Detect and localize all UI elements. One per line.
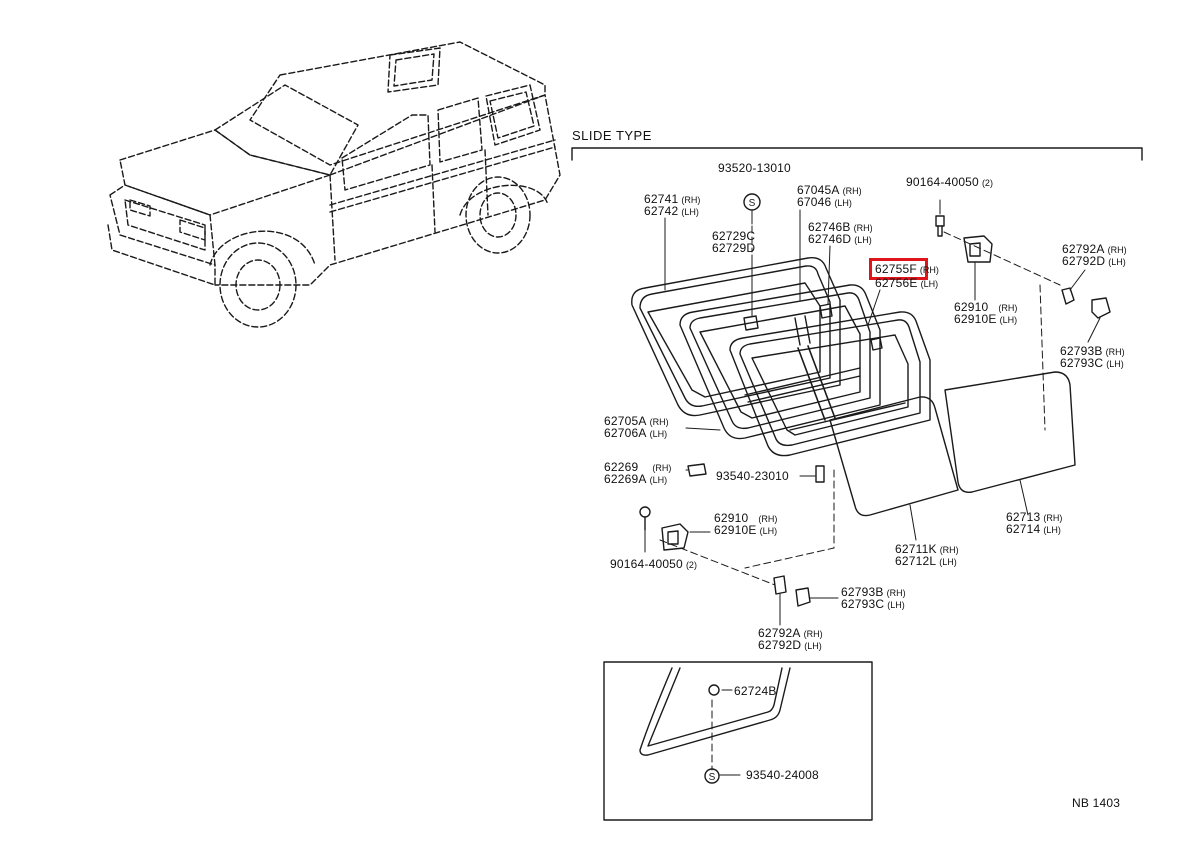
part-label-62269a[interactable]: 62269A(LH) bbox=[604, 472, 668, 486]
hardware-parts bbox=[639, 193, 1111, 607]
screw-s-mark-inset: S bbox=[709, 772, 716, 783]
part-label-62792d-bottom[interactable]: 62792D(LH) bbox=[758, 638, 822, 652]
part-label-67045a[interactable]: 67045A(RH) bbox=[797, 183, 862, 197]
part-label-62705a[interactable]: 62705A(RH) bbox=[604, 414, 669, 428]
part-label-62742[interactable]: 62742(LH) bbox=[644, 204, 699, 218]
part-label-62741[interactable]: 62741(RH) bbox=[644, 192, 701, 206]
part-label-62729d[interactable]: 62729D bbox=[712, 241, 756, 255]
part-highlight-box bbox=[869, 258, 928, 280]
part-label-90164-40050-top[interactable]: 90164-40050(2) bbox=[906, 175, 993, 189]
sliding-glass-panel bbox=[829, 396, 959, 517]
part-label-62269[interactable]: 62269(RH) bbox=[604, 460, 672, 474]
inner-window-channel bbox=[729, 311, 931, 457]
slide-type-bracket bbox=[571, 147, 1143, 161]
vehicle-illustration bbox=[107, 41, 561, 328]
part-label-62910-top[interactable]: 62910(RH) bbox=[954, 300, 1018, 314]
part-label-62793b-top[interactable]: 62793B(RH) bbox=[1060, 344, 1125, 358]
part-label-62793c-top[interactable]: 62793C(LH) bbox=[1060, 356, 1124, 370]
rear-glass-panel bbox=[944, 371, 1076, 493]
part-label-62706a[interactable]: 62706A(LH) bbox=[604, 426, 668, 440]
part-label-90164-40050-bottom[interactable]: 90164-40050(2) bbox=[610, 557, 697, 571]
middle-window-frame bbox=[679, 284, 881, 440]
part-label-62910e-top[interactable]: 62910E(LH) bbox=[954, 312, 1018, 326]
part-label-62755f[interactable]: 62755F(RH) bbox=[875, 262, 939, 276]
slide-type-heading: SLIDE TYPE bbox=[572, 128, 652, 143]
part-label-62793b-bottom[interactable]: 62793B(RH) bbox=[841, 585, 906, 599]
part-label-62713[interactable]: 62713(RH) bbox=[1006, 510, 1063, 524]
inset-detail bbox=[603, 661, 873, 821]
part-label-93540-24008[interactable]: 93540-24008 bbox=[746, 768, 819, 782]
part-label-62910e-bottom[interactable]: 62910E(LH) bbox=[714, 523, 778, 537]
part-label-62756e[interactable]: 62756E(LH) bbox=[875, 276, 939, 290]
part-label-93520-13010[interactable]: 93520-13010 bbox=[718, 161, 791, 175]
part-label-62712l[interactable]: 62712L(LH) bbox=[895, 554, 957, 568]
part-label-62792d-top[interactable]: 62792D(LH) bbox=[1062, 254, 1126, 268]
part-label-62724b[interactable]: 62724B bbox=[734, 684, 777, 698]
part-label-62792a-bottom[interactable]: 62792A(RH) bbox=[758, 626, 823, 640]
part-label-62729c[interactable]: 62729C bbox=[712, 229, 756, 243]
diagram-reference-code: NB 1403 bbox=[1072, 796, 1121, 810]
screw-s-mark: S bbox=[749, 198, 756, 209]
part-label-93540-23010[interactable]: 93540-23010 bbox=[716, 469, 789, 483]
part-label-62746d[interactable]: 62746D(LH) bbox=[808, 232, 872, 246]
outer-window-frame bbox=[631, 257, 841, 417]
part-label-62746b[interactable]: 62746B(RH) bbox=[808, 220, 873, 234]
part-label-62910-bottom[interactable]: 62910(RH) bbox=[714, 511, 778, 525]
part-label-67046[interactable]: 67046(LH) bbox=[797, 195, 852, 209]
part-label-62711k[interactable]: 62711K(RH) bbox=[895, 542, 959, 556]
part-label-62714[interactable]: 62714(LH) bbox=[1006, 522, 1061, 536]
part-label-62792a-top[interactable]: 62792A(RH) bbox=[1062, 242, 1127, 256]
part-label-62793c-bottom[interactable]: 62793C(LH) bbox=[841, 597, 905, 611]
